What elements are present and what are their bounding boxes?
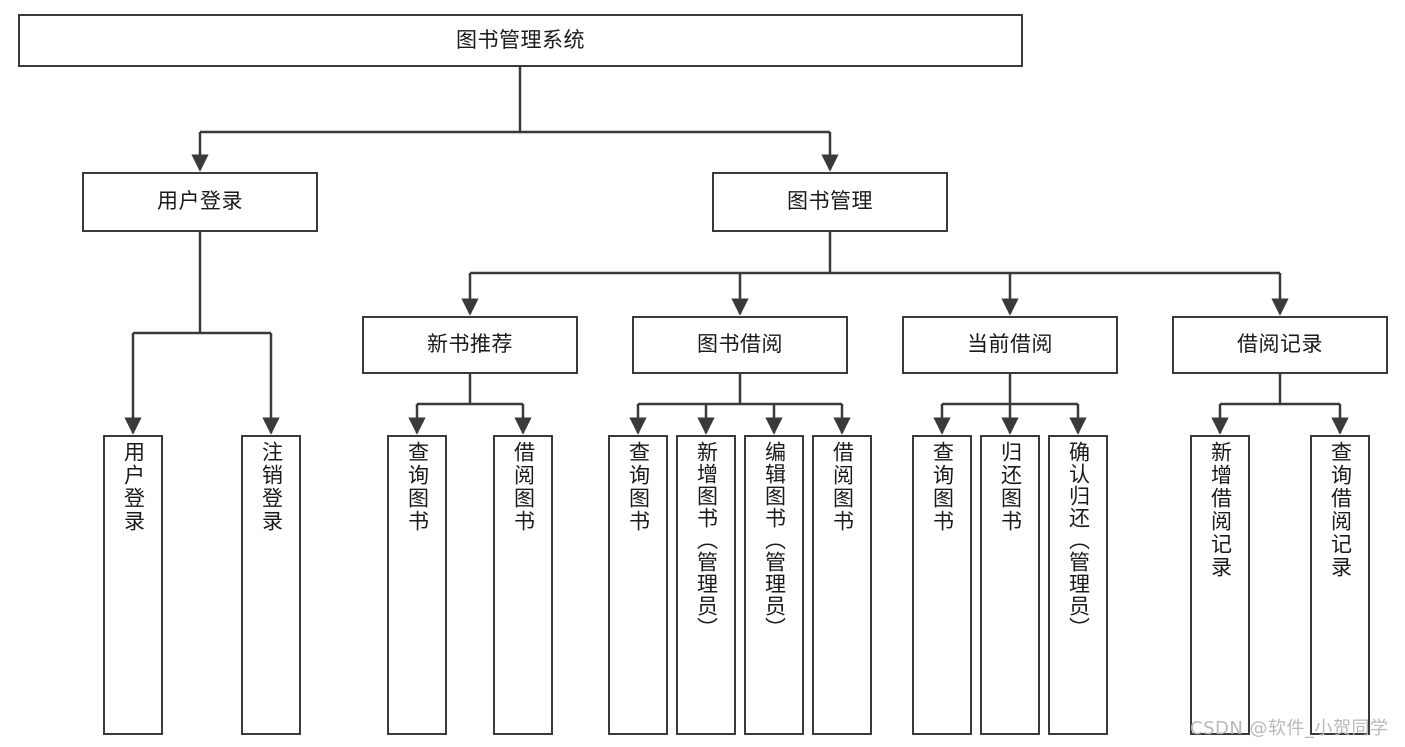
node-leaf-logout[interactable]: 注销登录 — [241, 435, 301, 735]
node-borrow-record-label: 借阅记录 — [1237, 332, 1323, 357]
node-leaf-query-borrow-record-label: 查询借阅记录 — [1328, 441, 1353, 579]
node-new-book-recommend-label: 新书推荐 — [427, 332, 513, 357]
node-leaf-add-book-admin[interactable]: 新增图书（管理员） — [676, 435, 736, 735]
node-leaf-query-borrow-record[interactable]: 查询借阅记录 — [1310, 435, 1370, 735]
node-leaf-query-book-nbr[interactable]: 查询图书 — [387, 435, 447, 735]
node-leaf-query-book-bb[interactable]: 查询图书 — [608, 435, 668, 735]
node-leaf-user-login[interactable]: 用户登录 — [103, 435, 163, 735]
node-leaf-return-book[interactable]: 归还图书 — [980, 435, 1040, 735]
node-leaf-query-book-cb[interactable]: 查询图书 — [912, 435, 972, 735]
node-leaf-logout-label: 注销登录 — [259, 441, 284, 533]
node-current-borrow[interactable]: 当前借阅 — [902, 316, 1118, 374]
node-leaf-confirm-return-admin-label: 确认归还（管理员） — [1066, 441, 1091, 639]
node-leaf-edit-book-admin-label: 编辑图书（管理员） — [762, 441, 787, 639]
node-leaf-borrow-book-nbr[interactable]: 借阅图书 — [493, 435, 553, 735]
node-leaf-add-borrow-record[interactable]: 新增借阅记录 — [1190, 435, 1250, 735]
node-book-management-label: 图书管理 — [787, 189, 873, 214]
node-current-borrow-label: 当前借阅 — [967, 332, 1053, 357]
node-leaf-confirm-return-admin[interactable]: 确认归还（管理员） — [1048, 435, 1108, 735]
node-leaf-edit-book-admin[interactable]: 编辑图书（管理员） — [744, 435, 804, 735]
node-borrow-record[interactable]: 借阅记录 — [1172, 316, 1388, 374]
node-leaf-borrow-book-bb-label: 借阅图书 — [830, 441, 855, 533]
node-leaf-query-book-cb-label: 查询图书 — [930, 441, 955, 533]
node-leaf-borrow-book-nbr-label: 借阅图书 — [511, 441, 536, 533]
node-root[interactable]: 图书管理系统 — [18, 14, 1023, 67]
node-leaf-query-book-nbr-label: 查询图书 — [405, 441, 430, 533]
node-leaf-user-login-label: 用户登录 — [121, 441, 146, 533]
node-new-book-recommend[interactable]: 新书推荐 — [362, 316, 578, 374]
node-leaf-return-book-label: 归还图书 — [998, 441, 1023, 533]
node-book-management[interactable]: 图书管理 — [712, 172, 948, 232]
node-leaf-query-book-bb-label: 查询图书 — [626, 441, 651, 533]
node-book-borrow-label: 图书借阅 — [697, 332, 783, 357]
node-root-label: 图书管理系统 — [456, 27, 585, 52]
node-user-login[interactable]: 用户登录 — [82, 172, 318, 232]
node-leaf-add-borrow-record-label: 新增借阅记录 — [1208, 441, 1233, 579]
node-leaf-add-book-admin-label: 新增图书（管理员） — [694, 441, 719, 639]
node-leaf-borrow-book-bb[interactable]: 借阅图书 — [812, 435, 872, 735]
node-book-borrow[interactable]: 图书借阅 — [632, 316, 848, 374]
node-user-login-label: 用户登录 — [157, 189, 243, 214]
